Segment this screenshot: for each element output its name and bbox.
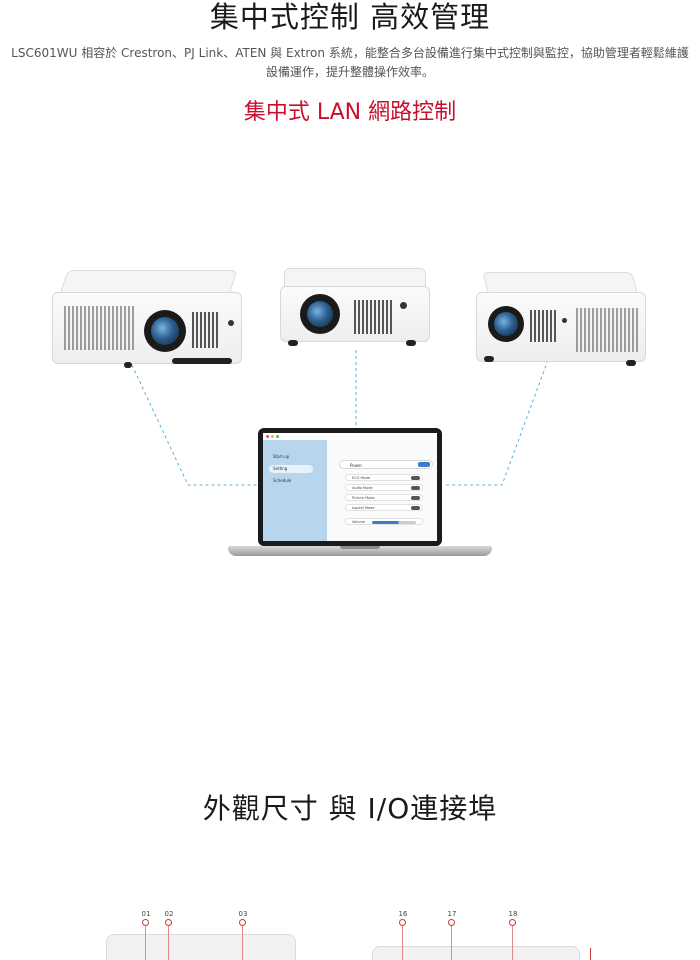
option-row-picture: Picture Mode [345,494,423,501]
laptop-notch [340,546,380,549]
volume-slider [372,521,416,524]
window-titlebar [263,433,437,440]
control-sidebar: Start-up Setting Schedule [263,440,327,541]
option-toggle [411,486,420,490]
power-toggle [418,462,430,467]
volume-label: Volume [352,520,366,524]
section-title-central-control: 集中式控制 高效管理 [209,0,491,34]
volume-row: Volume [345,518,423,525]
device-rear-left-image [106,934,296,960]
callout-01-line [145,926,146,960]
callout-17-line [451,926,452,960]
option-row-aspect: Aspect Mode [345,504,423,511]
subtitle-lan-control: 集中式 LAN 網路控制 [243,100,457,125]
projector-center-image [280,268,430,348]
projector-left-image [52,270,242,375]
section-description: LSC601WU 相容於 Crestron、PJ Link、ATEN 與 Ext… [11,46,689,79]
callout-01-marker [142,919,149,926]
option-row-audio: Audio Mode [345,484,423,491]
option-toggle [411,496,420,500]
control-panel: Power ECO Mode Audio Mode Picture Mode [327,440,437,541]
callout-16: 16 [398,910,408,918]
section-title-dimensions-io: 外觀尺寸 與 I/O連接埠 [202,792,498,825]
callout-18-line [512,926,513,960]
connector-right [444,359,549,486]
callout-17-marker [448,919,455,926]
callout-03-line [242,926,243,960]
maximize-dot-icon [276,435,279,438]
connector-lines [131,350,549,486]
callout-16-marker [399,919,406,926]
power-row: Power [339,460,433,469]
lan-control-diagram: Start-up Setting Schedule Power ECO Mode… [40,250,660,570]
projector-right-image [476,272,646,372]
connector-left [131,364,258,486]
callout-02-line [168,926,169,960]
callout-03: 03 [238,910,248,918]
option-label: ECO Mode [352,476,371,480]
device-rear-right-image [372,946,580,960]
dimension-marker-line [590,948,591,960]
option-row-eco: ECO Mode [345,474,423,481]
close-dot-icon [266,435,269,438]
callout-01: 01 [141,910,151,918]
option-label: Audio Mode [352,486,373,490]
laptop-control-interface: Start-up Setting Schedule Power ECO Mode… [228,428,492,564]
callout-18-marker [509,919,516,926]
power-label: Power [350,463,363,468]
callout-17: 17 [447,910,457,918]
callout-16-line [402,926,403,960]
callout-02: 02 [164,910,174,918]
callout-03-marker [239,919,246,926]
menu-item-schedule: Schedule [273,478,292,483]
minimize-dot-icon [271,435,274,438]
option-label: Aspect Mode [352,506,375,510]
laptop-screen: Start-up Setting Schedule Power ECO Mode… [258,428,442,546]
option-label: Picture Mode [352,496,375,500]
laptop-base [228,546,492,556]
callout-18: 18 [508,910,518,918]
menu-item-startup: Start-up [273,454,290,459]
callout-02-marker [165,919,172,926]
option-toggle [411,506,420,510]
option-toggle [411,476,420,480]
menu-item-setting: Setting [269,465,313,473]
